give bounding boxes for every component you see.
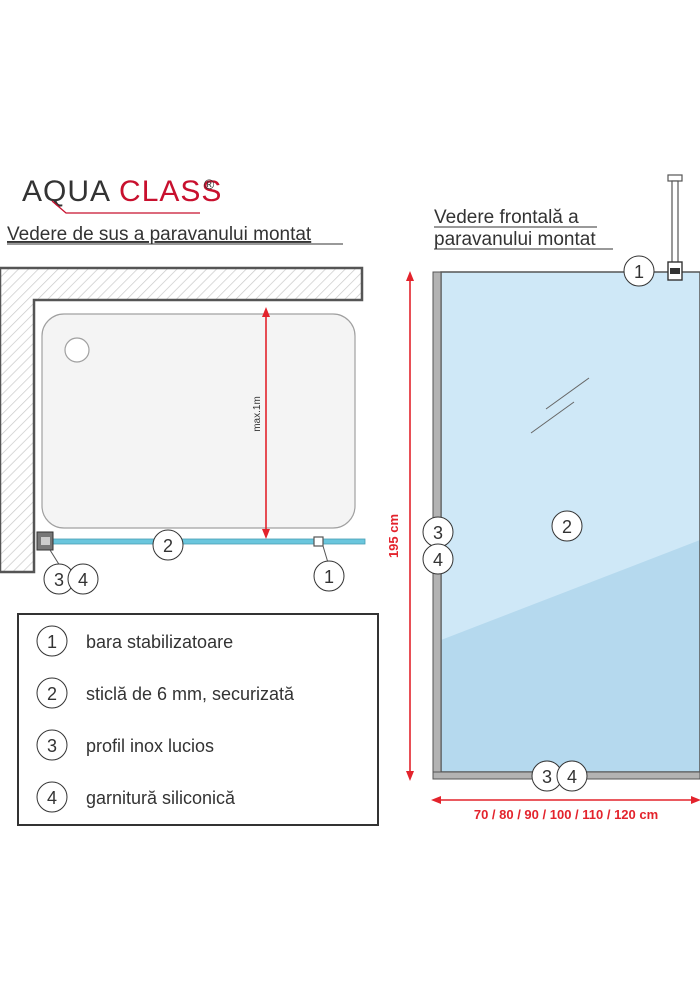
- glass-shade: [441, 540, 700, 772]
- wall-profile-inner: [41, 537, 50, 545]
- legend-box: 1 bara stabilizatoare 2 sticlă de 6 mm, …: [17, 613, 379, 826]
- legend-item-2-label: sticlă de 6 mm, securizată: [86, 684, 295, 704]
- marker-1-top: 1: [324, 567, 334, 587]
- marker-3-front-side: 3: [433, 523, 443, 543]
- marker-1-front: 1: [634, 262, 644, 282]
- stabilizer-clamp-top: [313, 536, 324, 547]
- legend-item-4: 4 garnitură siliconică: [36, 781, 236, 813]
- marker-1-circle-top: [313, 560, 345, 592]
- top-view-drawing: max.1m 2 3 4 1: [0, 266, 366, 595]
- height-label: 195 cm: [386, 514, 401, 558]
- marker-4-circle-top: [67, 563, 99, 595]
- legend-item-1-number: 1: [47, 632, 57, 652]
- legend-item-3-number: 3: [47, 736, 57, 756]
- front-view-drawing: 1 2 3 4 3 4 195 cm 70 / 80 / 90 / 100 / …: [386, 174, 700, 822]
- marker-4-circle-front-bottom: [556, 760, 588, 792]
- legend-frame: [17, 613, 379, 826]
- marker-2-circle-front: [551, 510, 583, 542]
- legend-item-3-label: profil inox lucios: [86, 736, 214, 756]
- width-label: 70 / 80 / 90 / 100 / 110 / 120 cm: [474, 807, 658, 822]
- max-length-label: max.1m: [252, 396, 263, 432]
- brand-name-class: CLASS: [119, 175, 222, 208]
- marker-4-circle-front-side: [422, 543, 454, 575]
- brand-name-aqua: AQUA: [22, 175, 111, 208]
- drain-icon: [64, 337, 90, 363]
- marker-1-circle-front: [623, 255, 655, 287]
- marker-2-top: 2: [163, 536, 173, 556]
- logo-swoosh: [51, 200, 200, 214]
- marker-2-circle-top: [152, 529, 184, 561]
- legend-item-4-label: garnitură siliconică: [86, 788, 236, 808]
- marker-3-top: 3: [54, 570, 64, 590]
- front-view-title-line2: paravanului montat: [434, 229, 596, 250]
- legend-item-2-number: 2: [47, 684, 57, 704]
- top-view-title: Vedere de sus a paravanului montat: [7, 224, 312, 245]
- stabilizer-bar-front: [667, 174, 683, 281]
- front-view-title-line1: Vedere frontală a: [434, 207, 579, 228]
- wall-l-shape: [0, 266, 364, 574]
- marker-2-front: 2: [562, 517, 572, 537]
- marker-3-front-bottom: 3: [542, 767, 552, 787]
- legend-item-3: 3 profil inox lucios: [36, 729, 214, 761]
- glass-reflection-icon: [530, 377, 590, 434]
- marker-4-front-side: 4: [433, 550, 443, 570]
- marker-4-top: 4: [78, 570, 88, 590]
- shower-tray: [41, 313, 356, 529]
- legend-item-4-number: 4: [47, 788, 57, 808]
- legend-item-1: 1 bara stabilizatoare: [36, 625, 233, 657]
- legend-item-2: 2 sticlă de 6 mm, securizată: [36, 677, 295, 709]
- marker-4-front-bottom: 4: [567, 767, 577, 787]
- legend-item-1-label: bara stabilizatoare: [86, 632, 233, 652]
- leader-line-3-4-top: [49, 549, 61, 567]
- registered-mark: ®: [204, 176, 215, 192]
